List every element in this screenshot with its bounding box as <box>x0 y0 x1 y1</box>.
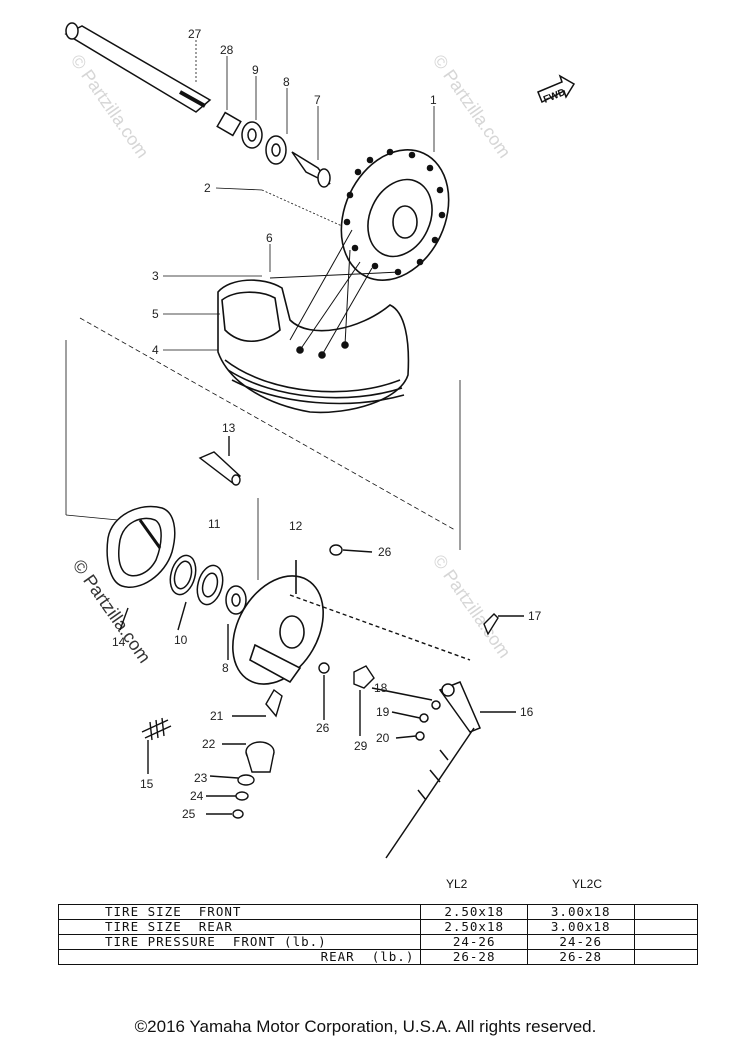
copyright-notice: ©2016 Yamaha Motor Corporation, U.S.A. A… <box>134 1017 597 1036</box>
callout-26-lower: 26 <box>316 721 330 735</box>
yl2-value: 2.50x18 <box>420 919 528 935</box>
callout-25: 25 <box>182 807 196 821</box>
table-row: REAR (lb.) 26-28 26-28 <box>57 949 699 965</box>
callout-14: 14 <box>112 635 126 649</box>
col-header-yl2c: YL2C <box>572 877 603 891</box>
speedo-gear-icon <box>119 601 283 819</box>
callout-6: 6 <box>266 231 273 245</box>
wheel-hub-icon <box>340 148 450 281</box>
forward-arrow-icon: FWD <box>537 74 576 106</box>
blank-cell <box>633 919 699 935</box>
watermark-3: © Partzilla.com <box>429 551 515 662</box>
callout-12: 12 <box>289 519 303 533</box>
axle-spacers-icon <box>216 111 331 188</box>
callout-23: 23 <box>194 771 208 785</box>
fwd-label: FWD <box>542 87 567 106</box>
blank-cell <box>633 949 699 965</box>
brake-cam-icon <box>198 436 241 486</box>
callout-27: 27 <box>188 27 202 41</box>
callout-17: 17 <box>528 609 542 623</box>
spokes-icon <box>269 229 401 356</box>
blank-cell <box>633 934 699 950</box>
callout-3: 3 <box>152 269 159 283</box>
callout-1: 1 <box>430 93 437 107</box>
callout-18: 18 <box>374 681 388 695</box>
watermark-2: © Partzilla.com <box>429 51 515 162</box>
callout-2: 2 <box>204 181 211 195</box>
axle-icon <box>64 22 212 113</box>
row-label: TIRE SIZE FRONT <box>57 904 422 920</box>
callout-21: 21 <box>210 709 224 723</box>
yl2c-value: 3.00x18 <box>526 919 635 935</box>
callout-9: 9 <box>252 63 259 77</box>
row-label: TIRE SIZE REAR <box>57 919 422 935</box>
row-label: REAR (lb.) <box>57 949 422 965</box>
seal-rings-icon <box>169 554 247 615</box>
brake-arm-icon <box>371 681 516 859</box>
yl2c-value: 24-26 <box>526 934 635 950</box>
callout-8-lower: 8 <box>222 661 229 675</box>
tire-spec-table: TIRE SIZE FRONT 2.50x18 3.00x18 TIRE SIZ… <box>57 904 699 965</box>
leader-lines <box>65 40 461 580</box>
yl2-value: 24-26 <box>420 934 528 950</box>
callout-19: 19 <box>376 705 390 719</box>
callout-20: 20 <box>376 731 390 745</box>
hub-shell-icon <box>217 279 410 414</box>
callout-8: 8 <box>283 75 290 89</box>
callout-29: 29 <box>354 739 368 753</box>
callout-13: 13 <box>222 421 236 435</box>
callout-numbers: 27 28 9 8 7 1 2 6 3 5 4 13 11 12 26 17 1… <box>112 27 542 821</box>
yl2c-value: 26-28 <box>526 949 635 965</box>
brake-shoe-icon <box>106 505 176 588</box>
small-parts-icon <box>289 544 524 736</box>
callout-24: 24 <box>190 789 204 803</box>
table-row: TIRE PRESSURE FRONT (lb.) 24-26 24-26 <box>57 934 699 950</box>
callout-22: 22 <box>202 737 216 751</box>
yl2-value: 2.50x18 <box>420 904 528 920</box>
callout-5: 5 <box>152 307 159 321</box>
yl2-value: 26-28 <box>420 949 528 965</box>
table-row: TIRE SIZE FRONT 2.50x18 3.00x18 <box>57 904 699 920</box>
callout-4: 4 <box>152 343 159 357</box>
yl2c-value: 3.00x18 <box>526 904 635 920</box>
blank-cell <box>633 904 699 920</box>
callout-16: 16 <box>520 705 534 719</box>
callout-11: 11 <box>208 517 221 531</box>
callout-7: 7 <box>314 93 321 107</box>
table-row: TIRE SIZE REAR 2.50x18 3.00x18 <box>57 919 699 935</box>
col-header-yl2: YL2 <box>446 877 468 891</box>
callout-10: 10 <box>174 633 188 647</box>
callout-26-top: 26 <box>378 545 392 559</box>
callout-15: 15 <box>140 777 154 791</box>
callout-28: 28 <box>220 43 234 57</box>
row-label: TIRE PRESSURE FRONT (lb.) <box>57 934 422 950</box>
brake-plate-icon <box>232 560 324 685</box>
